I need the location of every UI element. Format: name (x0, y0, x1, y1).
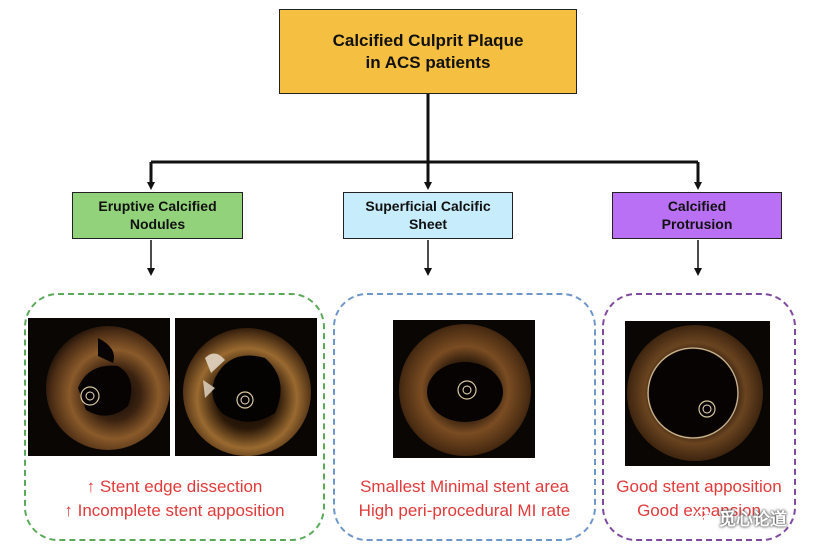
finding-text: High peri-procedural MI rate (358, 501, 571, 520)
watermark: 觅心论道 (695, 505, 787, 530)
panel-eruptive-calcified-nodules (24, 293, 325, 541)
panel-calcified-protrusion (602, 293, 796, 541)
finding-text: ↑ Incomplete stent apposition (64, 501, 285, 520)
category-eruptive-calcified-nodules: Eruptive Calcified Nodules (72, 192, 243, 239)
oct-image-nodules-1 (28, 318, 170, 456)
oct-image-calcified-protrusion (625, 321, 770, 466)
findings-eruptive-calcified-nodules: ↑ Stent edge dissection ↑ Incomplete ste… (24, 476, 325, 521)
finding-text: Smallest Minimal stent area (360, 477, 569, 496)
findings-superficial-calcific-sheet: Smallest Minimal stent area High peri-pr… (333, 476, 596, 521)
finding-text: Good stent apposition (616, 477, 782, 496)
oct-image-calcific-sheet (393, 320, 535, 458)
panel-superficial-calcific-sheet (333, 293, 596, 541)
oct-image-nodules-2 (175, 318, 317, 456)
category-calcified-protrusion: Calcified Protrusion (612, 192, 782, 239)
root-node: Calcified Culprit Plaque in ACS patients (279, 9, 577, 94)
wechat-logo-icon (695, 509, 715, 525)
finding-text: ↑ Stent edge dissection (86, 477, 263, 496)
category-superficial-calcific-sheet: Superficial Calcific Sheet (343, 192, 513, 239)
watermark-text: 觅心论道 (719, 510, 787, 529)
